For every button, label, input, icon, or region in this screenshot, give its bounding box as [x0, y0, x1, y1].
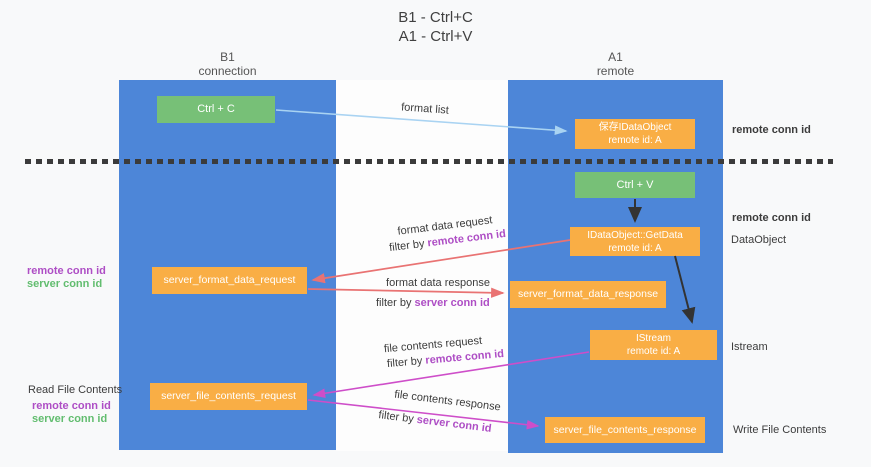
- file-response-label: server_file_contents_response: [553, 423, 697, 436]
- getdata-line1: IDataObject::GetData: [587, 229, 683, 241]
- column-header-a1: A1 remote: [508, 50, 723, 78]
- column-b1-subtitle: connection: [198, 64, 257, 78]
- title-line-2: A1 - Ctrl+V: [398, 28, 473, 45]
- left-server-conn-id: server conn id: [32, 413, 108, 425]
- column-b1-title: B1: [220, 50, 235, 64]
- side-label-remote-conn-id-top: remote conn id: [732, 124, 811, 136]
- column-header-b1: B1 connection: [119, 50, 336, 78]
- label-format-data-response: format data response: [386, 277, 490, 289]
- filter-by-text: filter by: [376, 297, 412, 309]
- istream-line1: IStream: [635, 333, 671, 344]
- istream-line2: remote id: A: [626, 346, 681, 357]
- side-label-dataobject: DataObject: [731, 234, 787, 246]
- node-server-format-data-response: server_format_data_response: [510, 281, 666, 308]
- node-store-idataobject: 保存IDataObject remote id: A: [575, 119, 695, 149]
- label-filter-by-server-conn-id: filter by server conn id: [376, 297, 490, 309]
- side-label-write-file-contents: Write File Contents: [733, 424, 827, 436]
- column-a1-subtitle: remote: [596, 64, 635, 78]
- store-idataobject-line1: 保存IDataObject: [598, 122, 672, 133]
- side-label-remote-conn-id-mid: remote conn id: [732, 212, 811, 224]
- server-conn-id-text: server conn id: [414, 297, 490, 309]
- left-server-conn-id: server conn id: [27, 278, 103, 290]
- left-remote-conn-id: remote conn id: [27, 265, 106, 277]
- node-server-format-data-request: server_format_data_request: [152, 267, 307, 294]
- left-remote-conn-id: remote conn id: [32, 400, 111, 412]
- node-idataobject-getdata: IDataObject::GetData remote id: A: [570, 227, 700, 256]
- title-line-1: B1 - Ctrl+C: [398, 9, 473, 26]
- format-request-label: server_format_data_request: [163, 274, 296, 286]
- column-a1-title: A1: [608, 50, 623, 64]
- node-server-file-contents-response: server_file_contents_response: [545, 417, 705, 443]
- side-label-istream: Istream: [731, 341, 768, 353]
- node-ctrl-c-label: Ctrl + C: [197, 103, 235, 115]
- node-server-file-contents-request: server_file_contents_request: [150, 383, 307, 410]
- node-istream: IStream remote id: A: [590, 330, 717, 360]
- node-ctrl-v: Ctrl + V: [575, 172, 695, 198]
- format-response-label: server_format_data_response: [517, 288, 659, 300]
- node-ctrl-c: Ctrl + C: [157, 96, 275, 123]
- file-request-label: server_file_contents_request: [161, 390, 296, 402]
- clipboard-boundary-dashed-line: [25, 159, 833, 164]
- side-label-left-ids-bottom: remote conn id server conn id: [32, 400, 111, 426]
- side-label-read-file-contents: Read File Contents: [28, 384, 123, 396]
- getdata-line2: remote id: A: [608, 242, 662, 254]
- diagram-title: B1 - Ctrl+C A1 - Ctrl+V: [0, 8, 871, 46]
- store-idataobject-line2: remote id: A: [608, 135, 662, 146]
- side-label-left-ids-top: remote conn id server conn id: [27, 265, 106, 291]
- node-ctrl-v-label: Ctrl + V: [616, 178, 654, 191]
